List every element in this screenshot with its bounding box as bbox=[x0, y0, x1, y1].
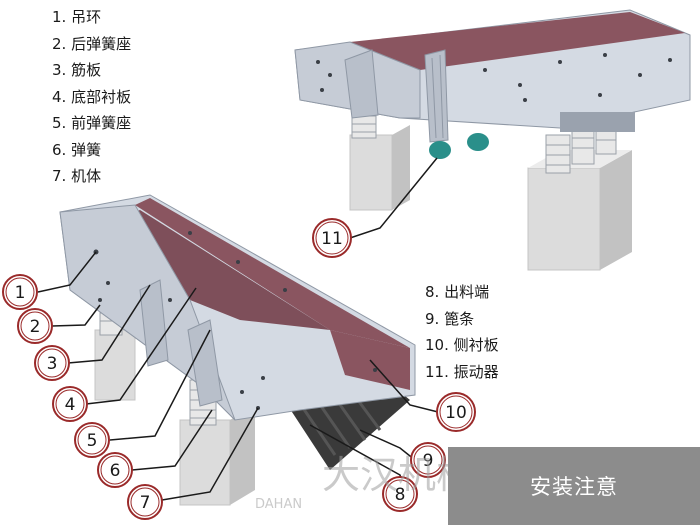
callout-label-7: 7 bbox=[140, 493, 151, 513]
upper-beam bbox=[560, 112, 635, 132]
upper-rib bbox=[344, 49, 379, 119]
callout-11: 11 bbox=[312, 218, 352, 258]
upper-rib-2 bbox=[424, 49, 449, 143]
callout-label-6: 6 bbox=[110, 461, 121, 481]
legend-item-10: 10. 侧衬板 bbox=[425, 336, 499, 354]
watermark: 大汉机械 DAHAN bbox=[255, 453, 474, 512]
legend-item-11: 11. 振动器 bbox=[425, 362, 499, 381]
callout-label-11: 11 bbox=[321, 229, 343, 249]
callout-label-5: 5 bbox=[87, 431, 98, 451]
upper-bolts bbox=[316, 53, 672, 102]
callout-6: 6 bbox=[97, 452, 133, 488]
pier-front-side bbox=[230, 405, 255, 505]
callout-2: 2 bbox=[17, 308, 53, 344]
callout-label-8: 8 bbox=[395, 485, 406, 505]
legend-item-3: 3. 筋板 bbox=[52, 61, 102, 79]
callout-label-9: 9 bbox=[423, 451, 434, 471]
callout-4: 4 bbox=[52, 386, 88, 422]
leader-lines bbox=[37, 157, 439, 501]
callout-5: 5 bbox=[74, 422, 110, 458]
legend-item-6: 6. 弹簧 bbox=[52, 140, 102, 159]
lower-side-liner bbox=[135, 198, 410, 348]
legend-right: 8. 出料端 9. 篦条 10. 侧衬板 11. 振动器 bbox=[425, 279, 499, 385]
callout-10: 10 bbox=[436, 392, 476, 432]
callout-7: 7 bbox=[127, 484, 163, 520]
callout-8: 8 bbox=[382, 476, 418, 512]
lower-rib-2 bbox=[187, 319, 223, 407]
legend-item-1: 1. 吊环 bbox=[52, 8, 102, 26]
vibrator-motor-a bbox=[429, 141, 451, 159]
callout-label-4: 4 bbox=[65, 395, 76, 415]
legend-item-7: 7. 机体 bbox=[52, 167, 102, 185]
callout-label-3: 3 bbox=[47, 354, 58, 374]
lower-bottom-liner bbox=[100, 210, 330, 330]
legend-item-9: 9. 篦条 bbox=[425, 309, 475, 328]
pier-right bbox=[527, 167, 601, 271]
callout-label-1: 1 bbox=[15, 283, 26, 303]
legend-item-4: 4. 底部衬板 bbox=[52, 87, 132, 106]
legend-item-2: 2. 后弹簧座 bbox=[52, 34, 132, 53]
legend-item-8: 8. 出料端 bbox=[425, 283, 490, 301]
lower-feeder bbox=[59, 194, 416, 506]
callout-3: 3 bbox=[34, 345, 70, 381]
install-notice-badge: 安装注意 bbox=[448, 447, 700, 525]
vibrator-motor-b bbox=[467, 133, 489, 151]
legend-left: 1. 吊环 2. 后弹簧座 3. 筋板 4. 底部衬板 5. 前弹簧座 6. 弹… bbox=[52, 4, 131, 190]
callout-1: 1 bbox=[2, 274, 38, 310]
watermark-sub: DAHAN bbox=[255, 497, 302, 512]
callout-label-10: 10 bbox=[445, 403, 467, 423]
upper-feeder bbox=[294, 9, 691, 271]
lower-rib bbox=[139, 279, 169, 367]
pier-left bbox=[349, 134, 393, 211]
pier-right-side bbox=[600, 150, 632, 270]
legend-item-5: 5. 前弹簧座 bbox=[52, 114, 132, 132]
callout-label-2: 2 bbox=[30, 317, 41, 337]
pier-left-side bbox=[392, 125, 410, 210]
callout-9: 9 bbox=[410, 442, 446, 478]
